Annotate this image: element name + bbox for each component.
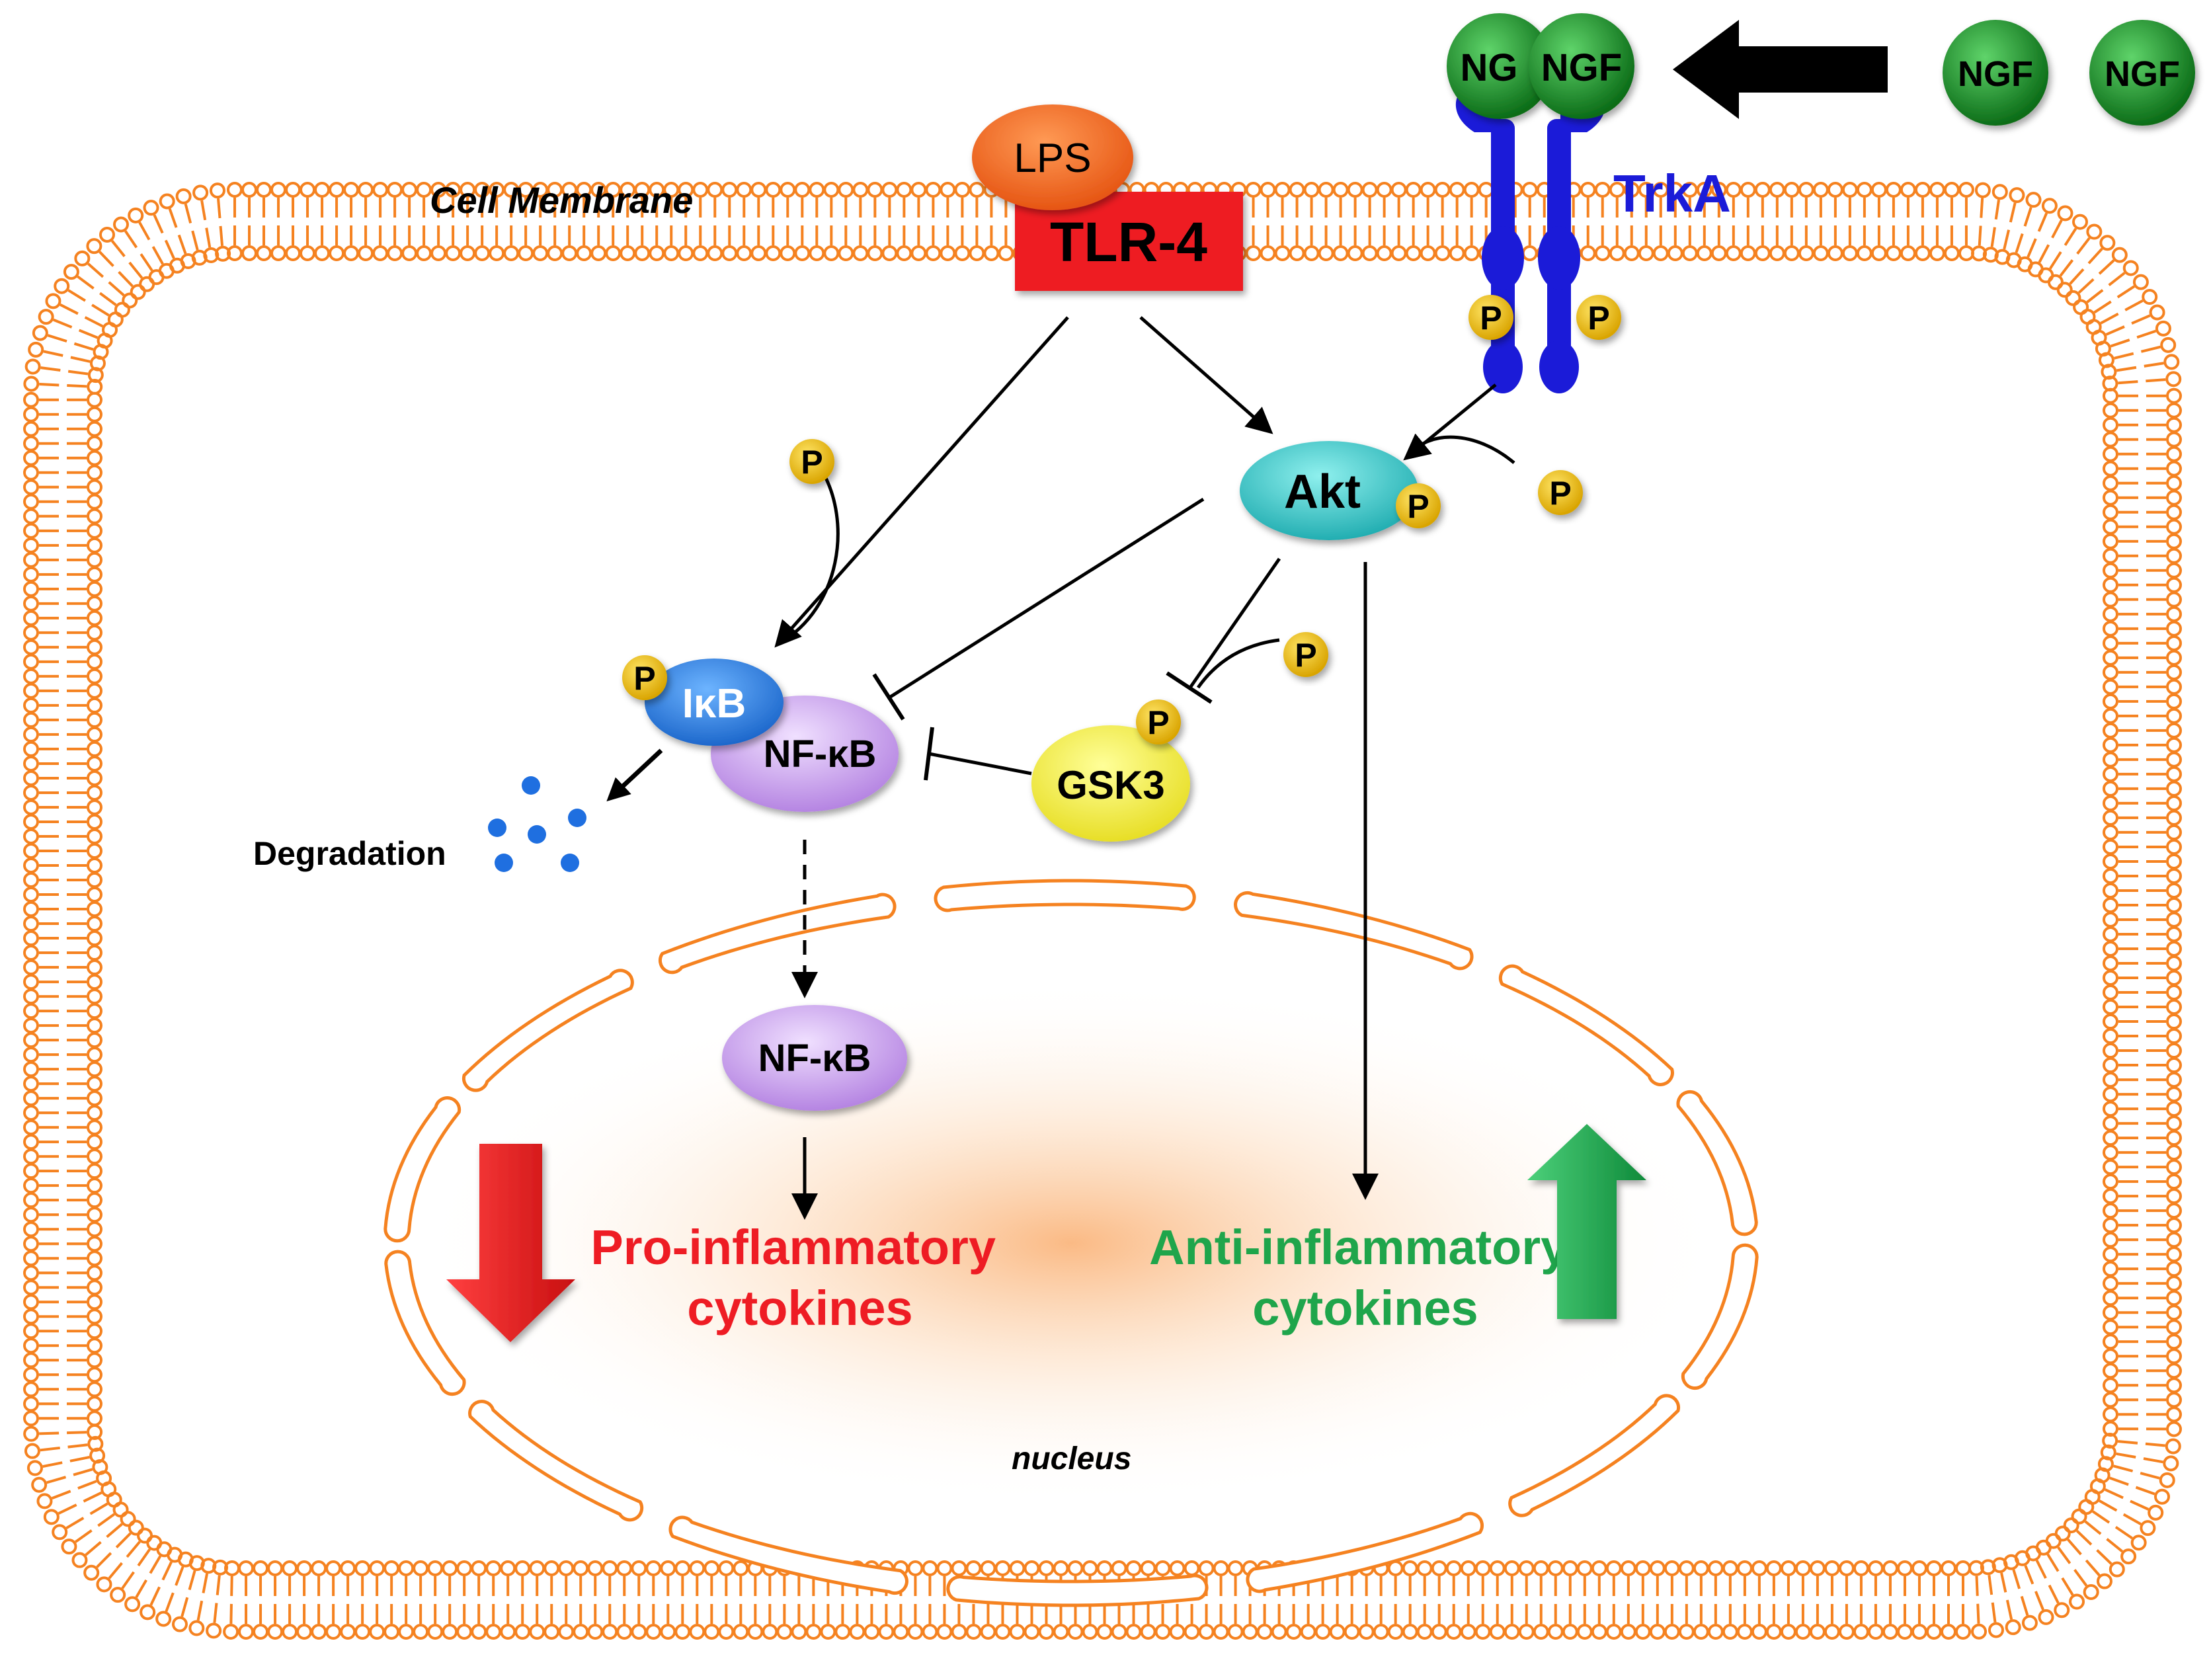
pro-inflammatory-label: Pro-inflammatory cytokines [590, 1220, 1009, 1336]
inhibit-gsk3-to-nfkb-bar [924, 727, 934, 781]
anti-inflammatory-label: Anti-inflammatory cytokines [1149, 1220, 1582, 1336]
degradation-dot [568, 809, 586, 827]
cell-membrane-label: Cell Membrane [430, 179, 693, 221]
nuclear-envelope-segment [384, 1250, 466, 1396]
degradation-dot [561, 854, 579, 872]
ngf-bound-right: NGF [1529, 13, 1634, 119]
degradation-dot [495, 854, 513, 872]
phospho-label: P [801, 444, 823, 481]
degradation-dot [522, 776, 540, 795]
inhibit-akt-to-nfkb [888, 497, 1205, 700]
nuclear-envelope-segment [462, 969, 634, 1092]
arrow-p-to-ikb [779, 468, 840, 645]
ngf-free-1: NGF [1943, 20, 2048, 126]
phospho-label: P [1295, 637, 1316, 674]
degradation-dot [528, 825, 546, 844]
gsk3-protein: GSK3 [1031, 725, 1190, 842]
nuclear-envelope-segment [1676, 1090, 1758, 1236]
phospho-label: P [1480, 300, 1502, 337]
phospho-group: P [1538, 470, 1583, 515]
arrow-ikb-to-degradation [606, 748, 663, 802]
nuclear-envelope-segment [1246, 1511, 1484, 1593]
phospho-group: P [1468, 295, 1513, 340]
arrow-p-to-akt [1407, 435, 1515, 464]
pathway-connectors [606, 316, 1515, 1220]
akt-label: Akt [1284, 465, 1361, 518]
ikb-label: IκB [682, 681, 746, 727]
nuclear-envelope-segment [668, 1515, 908, 1595]
arrow-tlr4-to-akt [1139, 316, 1273, 434]
inhibit-gsk3-to-nfkb [928, 752, 1032, 776]
anti-inflammatory-line1: Anti-inflammatory [1149, 1220, 1568, 1275]
tlr4-receptor: TLR-4 [1015, 192, 1243, 291]
phospho-group: P [1576, 295, 1621, 340]
nuclear-envelope-segment [934, 879, 1196, 912]
phospho-groups: P P P P P P P P [622, 295, 1621, 744]
ngf-free-1-label: NGF [1958, 54, 2033, 94]
ngf-free-2-label: NGF [2105, 54, 2180, 94]
gsk3-label: GSK3 [1057, 763, 1164, 807]
nuclear-envelope-segment [1499, 964, 1674, 1086]
lps-label: LPS [1014, 136, 1091, 181]
inhibit-akt-to-gsk3-bar [1166, 671, 1213, 704]
lipid-tails [39, 198, 2167, 1624]
lps-molecule: LPS [972, 104, 1133, 210]
trka-label: TrkA [1613, 164, 1731, 223]
phospho-group: P [1283, 632, 1328, 677]
nuclear-envelope-segment [1508, 1394, 1680, 1517]
down-arrow [446, 1144, 575, 1342]
nfkb-nucleus-label: NF-κB [758, 1037, 871, 1080]
nfkb-cytoplasm-label: NF-κB [764, 733, 877, 776]
inhibit-akt-to-nfkb-bar [872, 673, 905, 721]
phospho-group: P [1136, 700, 1181, 744]
inhibit-akt-to-gsk3 [1188, 557, 1281, 689]
anti-inflammatory-line2: cytokines [1252, 1281, 1478, 1336]
degradation-dot [488, 819, 506, 837]
nuclear-envelope-segment [1681, 1243, 1759, 1390]
phospho-label: P [1147, 704, 1169, 741]
ikb-protein: IκB [645, 659, 784, 746]
degradation-label: Degradation [253, 835, 446, 872]
arrow-p-to-gsk3 [1196, 638, 1280, 689]
phospho-label: P [1407, 488, 1429, 525]
degradation-fragments [488, 776, 586, 872]
tlr4-label: TLR-4 [1050, 211, 1207, 273]
ngf-bound-right-label: NGF [1541, 46, 1622, 89]
ngf-free-2: NGF [2089, 20, 2195, 126]
phospho-label: P [1549, 475, 1571, 512]
pro-inflammatory-line2: cytokines [687, 1281, 912, 1336]
ngf-bound-left-label: NG [1461, 46, 1518, 89]
nuclear-envelope-segment [1234, 891, 1474, 971]
phospho-group: P [622, 655, 667, 700]
nuclear-envelope-segment [383, 1096, 462, 1243]
nucleus-envelope [383, 879, 1759, 1607]
nucleus-label: nucleus [1012, 1441, 1131, 1476]
nfkb-nucleus: NF-κB [722, 1005, 907, 1111]
phospho-group: P [789, 439, 834, 484]
up-arrow [1527, 1124, 1646, 1319]
akt-protein: Akt [1240, 441, 1418, 540]
ngf-binding-arrow [1673, 20, 1888, 119]
ngf-bound-left: NG [1447, 13, 1552, 119]
nuclear-envelope-segment [659, 893, 897, 975]
nuclear-envelope-segment [468, 1400, 644, 1522]
nuclear-envelope-segment [946, 1574, 1209, 1607]
phospho-label: P [1588, 300, 1609, 337]
phospho-label: P [633, 660, 655, 697]
pro-inflammatory-line1: Pro-inflammatory [590, 1220, 996, 1275]
phospho-group: P [1396, 483, 1441, 528]
